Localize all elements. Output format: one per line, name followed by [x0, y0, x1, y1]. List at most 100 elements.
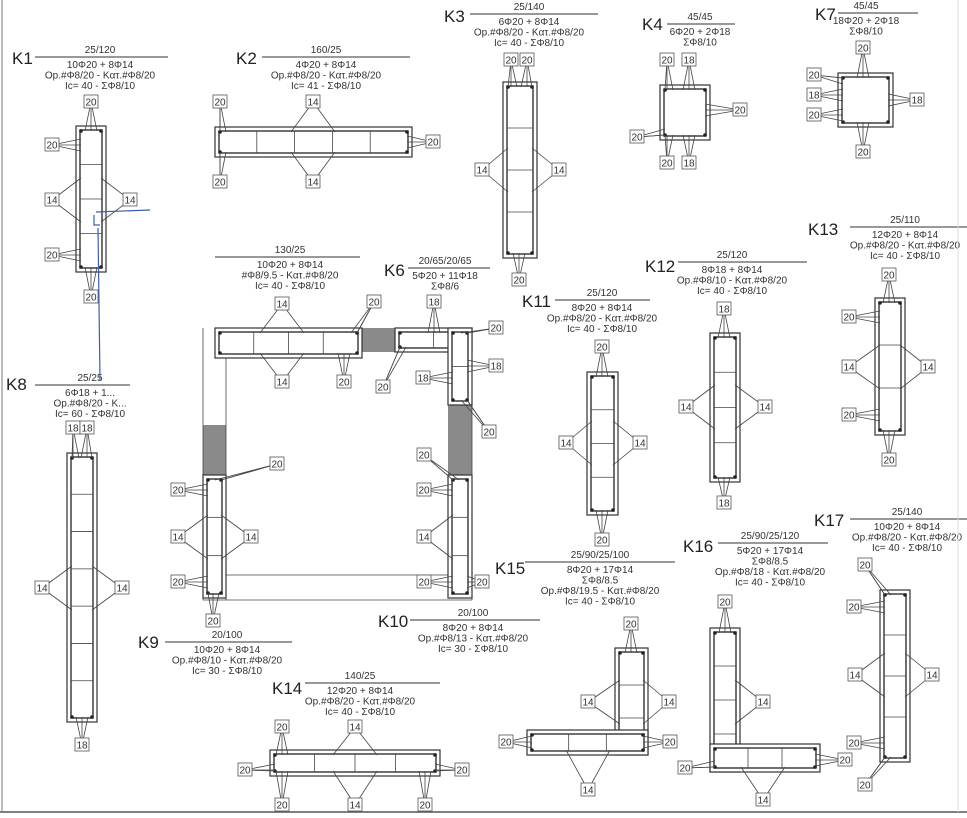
rebar-diameter-tag: 20	[490, 324, 502, 335]
rebar-tag-box	[920, 359, 936, 374]
reinforcement-spec: Op.#Φ8/10 - Kατ.#Φ8/20	[172, 656, 283, 667]
reinforcement-spec: 12Φ20 + 8Φ14	[327, 686, 394, 697]
rebar-tag-box	[855, 40, 871, 55]
rebar-diameter-tag: 14	[245, 533, 257, 544]
rebar-dot	[903, 755, 907, 759]
rebar-tag-box	[336, 374, 352, 389]
rebar-dot	[886, 120, 890, 124]
rebar-tag-box	[806, 67, 822, 82]
rebar-tag-box	[881, 452, 897, 467]
rebar-diameter-tag: 14	[926, 671, 938, 682]
rebar-diameter-tag: 20	[859, 561, 871, 572]
rebar-tag-box	[681, 155, 697, 170]
rebar-diameter-tag: 20	[734, 106, 746, 117]
rebar-dot	[590, 375, 594, 379]
rebar-diameter-tag: 20	[419, 801, 431, 812]
rebar-diameter-tag: 20	[85, 98, 97, 109]
rebar-diameter-tag: 14	[349, 723, 361, 734]
rebar-tag-box	[375, 379, 391, 394]
rebar-tag-box	[678, 399, 694, 414]
rebar-tag-box	[580, 782, 596, 797]
rebar-diameter-tag: 14	[116, 584, 128, 595]
rebar-dot	[733, 631, 737, 635]
rebar-diameter-tag: 14	[46, 196, 58, 207]
reinforcement-spec: Op.#Φ8/20 - Kατ.#Φ8/20	[850, 241, 961, 252]
rebar-diameter-tag: 18	[911, 96, 923, 107]
rebar-diameter-tag: 20	[719, 598, 731, 609]
rebar-tag-box	[662, 734, 678, 749]
rebar-dot	[878, 428, 882, 432]
rebar-diameter-tag: 14	[849, 671, 861, 682]
rebar-diameter-tag: 20	[625, 620, 637, 631]
rebar-diameter-tag: 14	[680, 403, 692, 414]
reinforcement-spec: Op.#Φ8/20 - Kατ.#Φ8/20	[45, 71, 156, 82]
rebar-diameter-tag: 20	[500, 738, 512, 749]
column-label: K17	[814, 511, 844, 530]
column-label: K10	[378, 612, 408, 631]
section-dimensions: 25/140	[892, 507, 923, 518]
rebar-diameter-tag: 20	[456, 766, 468, 777]
reinforcement-spec: Op.#Φ8/20 - Kατ.#Φ8/20	[547, 314, 658, 325]
rebar-diameter-tag: 14	[276, 378, 288, 389]
reinforcement-spec: Ic= 40 - ΣΦ8/10	[65, 81, 135, 92]
rebar-diameter-tag: 14	[582, 786, 594, 797]
rebar-diameter-tag: 20	[808, 71, 820, 82]
wall-infill	[448, 405, 472, 475]
rebar-dot	[530, 251, 534, 255]
rebar-diameter-tag: 20	[596, 343, 608, 354]
rebar-dot	[903, 593, 907, 597]
rebar-tag-box	[305, 94, 321, 109]
rebar-tag-box	[681, 52, 697, 67]
rebar-tag-box	[837, 752, 853, 767]
rebar-dot	[703, 133, 707, 137]
rebar-diameter-tag: 20	[513, 276, 525, 287]
section-dimensions: 160/25	[311, 45, 342, 56]
rebar-diameter-tag: 20	[857, 148, 869, 159]
rebar-tag-box	[716, 495, 732, 510]
rebar-tag-box	[632, 435, 648, 450]
rebar-dot	[99, 265, 103, 269]
section-dimensions: 140/25	[345, 671, 376, 682]
rebar-diameter-tag: 20	[85, 293, 97, 304]
reinforcement-spec: Ic= 40 - ΣΦ8/10	[567, 324, 637, 335]
reinforcement-spec: 6Φ20 + 2Φ18	[670, 27, 731, 38]
rebar-tag-box	[503, 52, 519, 67]
stirrup	[663, 88, 707, 137]
rebar-diameter-tag: 20	[843, 411, 855, 422]
reinforcement-spec: 10Φ20 + 8Φ14	[874, 522, 941, 533]
rebar-dot	[886, 76, 890, 80]
column-label: K16	[683, 537, 713, 556]
rebar-tag-box	[488, 358, 504, 373]
rebar-diameter-tag: 20	[883, 271, 895, 282]
rebar-diameter-tag: 14	[307, 98, 319, 109]
rebar-diameter-tag: 20	[808, 111, 820, 122]
reinforcement-spec: 6Φ20 + 8Φ14	[499, 17, 560, 28]
wall-frame	[202, 328, 473, 601]
rebar-diameter-tag: 18	[417, 374, 429, 385]
rebar-dot	[611, 508, 615, 512]
rebar-dot	[898, 301, 902, 305]
rebar-dot	[590, 508, 594, 512]
section-dimensions: 25/110	[890, 215, 920, 226]
column-label: K2	[236, 49, 257, 68]
rebar-tag-box	[498, 734, 514, 749]
rebar-tag-box	[594, 339, 610, 354]
rebar-diameter-tag: 18	[808, 91, 820, 102]
rebar-dot	[713, 747, 717, 751]
rebar-dot	[218, 351, 222, 355]
rebar-diameter-tag: 20	[596, 536, 608, 547]
rebar-tag-box	[623, 616, 639, 631]
rebar-diameter-tag: 14	[172, 533, 184, 544]
rebar-diameter-tag: 20	[661, 56, 673, 67]
reinforcement-spec: Ic= 40 - ΣΦ8/10	[494, 38, 564, 49]
rebar-diameter-tag: 20	[839, 756, 851, 767]
rebar-diameter-tag: 18	[81, 424, 93, 435]
rebar-diameter-tag: 20	[276, 801, 288, 812]
leader-line	[220, 463, 278, 481]
rebar-tag-box	[677, 760, 693, 775]
rebar-tag-box	[170, 529, 186, 544]
rebar-diameter-tag: 20	[679, 764, 691, 775]
